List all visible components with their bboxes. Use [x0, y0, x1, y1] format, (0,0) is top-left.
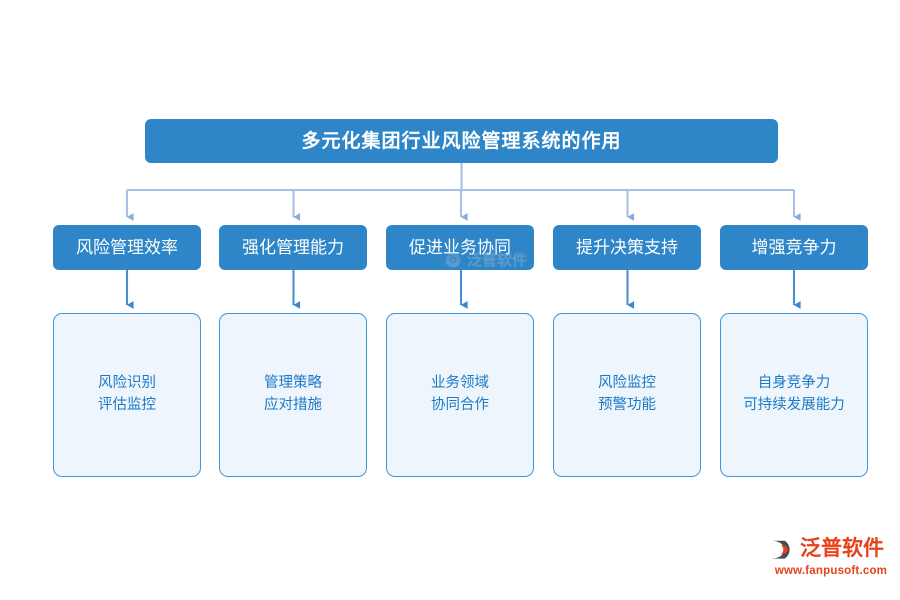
detail-node-4: 风险监控 预警功能: [553, 313, 701, 477]
detail-node-5: 自身竞争力 可持续发展能力: [720, 313, 868, 477]
detail-label: 管理策略 应对措施: [264, 375, 322, 413]
fanpu-logo-icon: [771, 540, 790, 559]
category-label: 提升决策支持: [576, 238, 678, 257]
detail-node-3: 业务领域 协同合作: [386, 313, 534, 477]
category-label: 增强竞争力: [751, 238, 837, 257]
logo-name: 泛普软件: [800, 536, 884, 560]
category-node-1: 风险管理效率: [53, 225, 201, 270]
category-label: 促进业务协同: [409, 238, 511, 257]
diagram-title-text: 多元化集团行业风险管理系统的作用: [301, 130, 622, 152]
detail-node-1: 风险识别 评估监控: [53, 313, 201, 477]
detail-node-2: 管理策略 应对措施: [219, 313, 367, 477]
logo-row: 泛普软件: [770, 533, 892, 563]
fanpu-logo: 泛普软件 www.fanpusoft.com: [770, 533, 892, 585]
detail-label: 自身竞争力 可持续发展能力: [743, 375, 845, 413]
logo-url: www.fanpusoft.com: [774, 565, 888, 577]
detail-label: 风险识别 评估监控: [98, 375, 156, 413]
category-node-2: 强化管理能力: [219, 225, 367, 270]
detail-label: 风险监控 预警功能: [598, 375, 656, 413]
category-label: 强化管理能力: [242, 238, 344, 257]
category-label: 风险管理效率: [76, 238, 178, 257]
category-node-3: 促进业务协同: [386, 225, 534, 270]
diagram-title-node: 多元化集团行业风险管理系统的作用: [145, 119, 778, 163]
detail-label: 业务领域 协同合作: [431, 375, 489, 413]
category-node-4: 提升决策支持: [553, 225, 701, 270]
category-node-5: 增强竞争力: [720, 225, 868, 270]
